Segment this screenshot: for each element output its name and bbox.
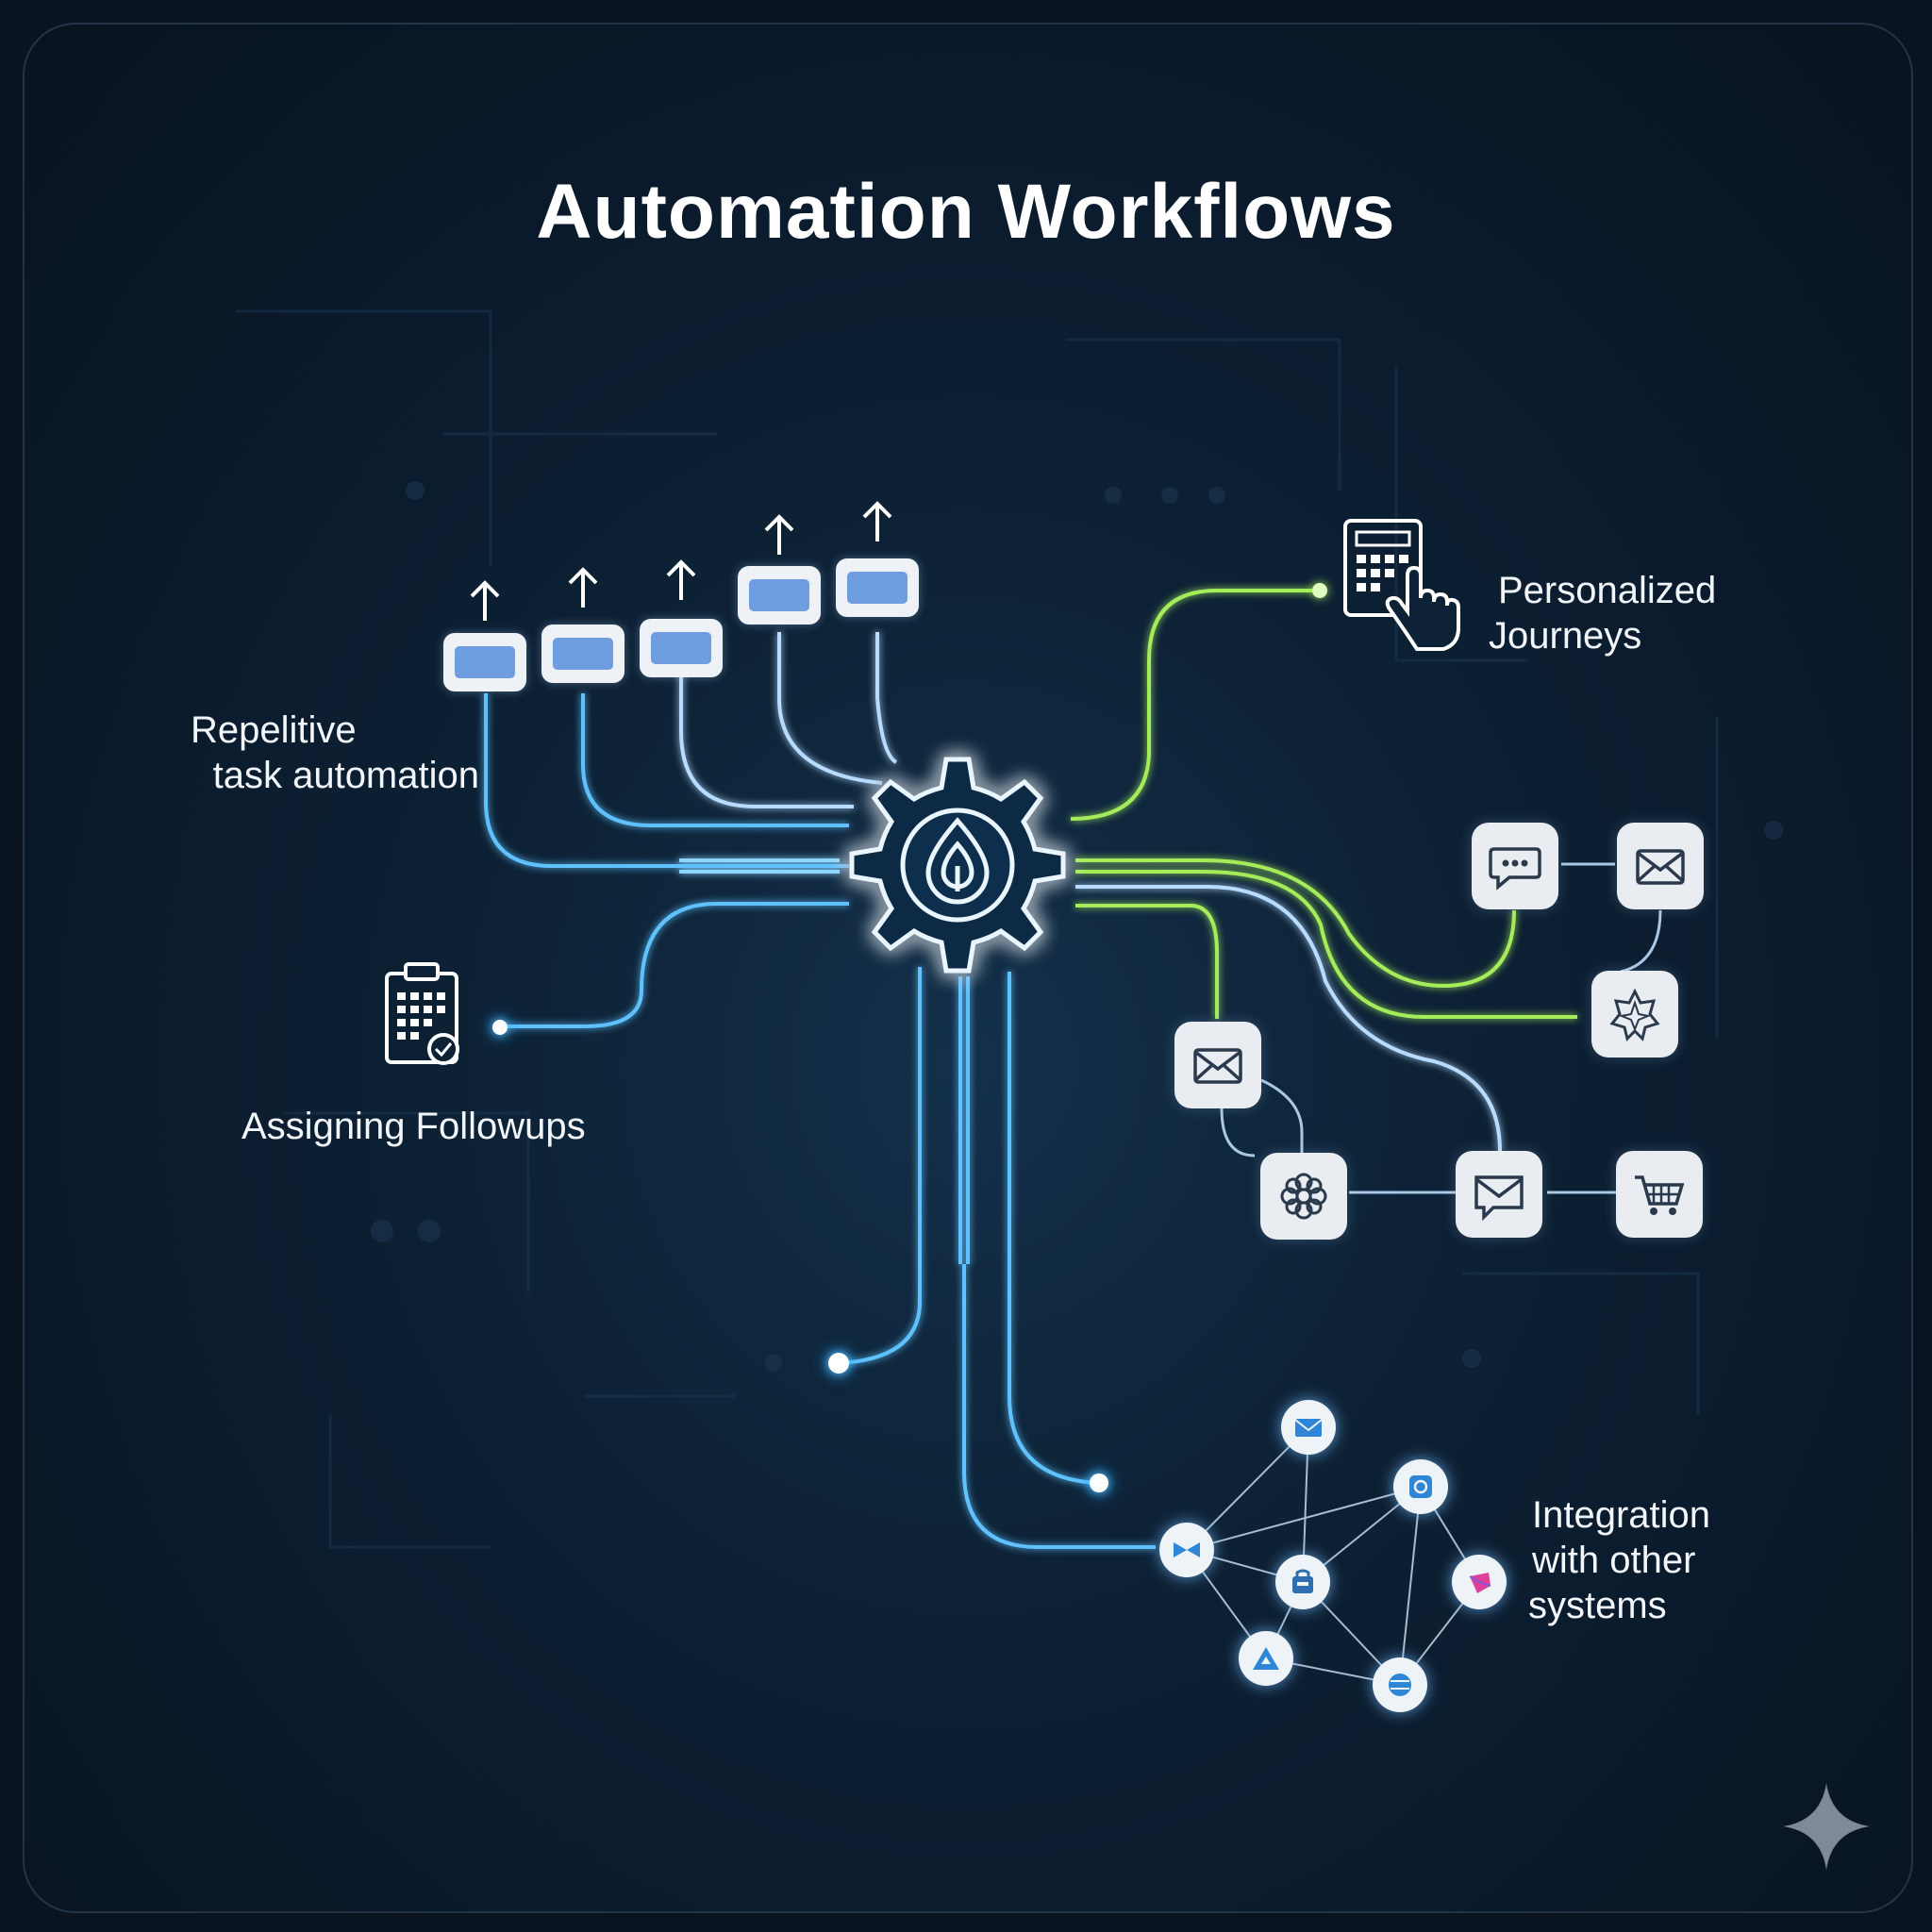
clipboard-calendar-icon [385,962,459,1065]
label-personalized-journeys: Personalized Journeys [1489,570,1717,657]
chat-bubble-icon [1472,823,1558,909]
integration-node-globe [1373,1657,1427,1712]
connector-dot [1090,1474,1108,1492]
connector-dot [828,1353,849,1374]
journey-connectors [1070,589,1577,1152]
flower-icon [1260,1153,1347,1240]
label-assigning-followups: Assigning Followups [242,1106,586,1147]
integration-node-badge [1393,1459,1448,1514]
task-box [443,633,526,691]
integration-node-bag [1275,1555,1330,1609]
task-box [836,558,919,617]
integration-node-mountain [1239,1631,1293,1686]
shopping-cart-icon [1616,1151,1703,1238]
label-integration: Integration with other systems [1528,1494,1711,1626]
gear-icon [849,757,1066,974]
integration-node-mail [1281,1400,1336,1455]
integration-node-bow [1159,1523,1214,1577]
page-title: Automation Workflows [536,169,1396,255]
task-box [541,625,625,683]
background-nodes [371,481,1783,1372]
label-repetitive-task-automation: Repelitive task automation [191,709,479,796]
envelope-icon [1617,823,1704,909]
arrow-up-icon [568,567,598,608]
sparkle-icon [1783,1783,1870,1870]
chat-envelope-icon [1456,1151,1542,1238]
lower-connectors [839,967,1156,1549]
task-box [640,619,723,677]
arrow-up-icon [862,501,892,541]
starburst-badge-icon [1591,971,1678,1058]
connector-dot [492,1020,508,1035]
integration-node-gem [1452,1555,1507,1609]
tile-links [1220,862,1662,1194]
arrow-up-icon [764,514,794,555]
arrow-up-icon [470,580,500,621]
arrow-up-icon [666,559,696,600]
connector-dot [1312,583,1327,598]
task-box [738,566,821,625]
calculator-touch-icon [1343,519,1460,651]
background-circuit [236,309,1719,1549]
task-connectors [484,632,898,1028]
envelope-icon [1174,1022,1261,1108]
